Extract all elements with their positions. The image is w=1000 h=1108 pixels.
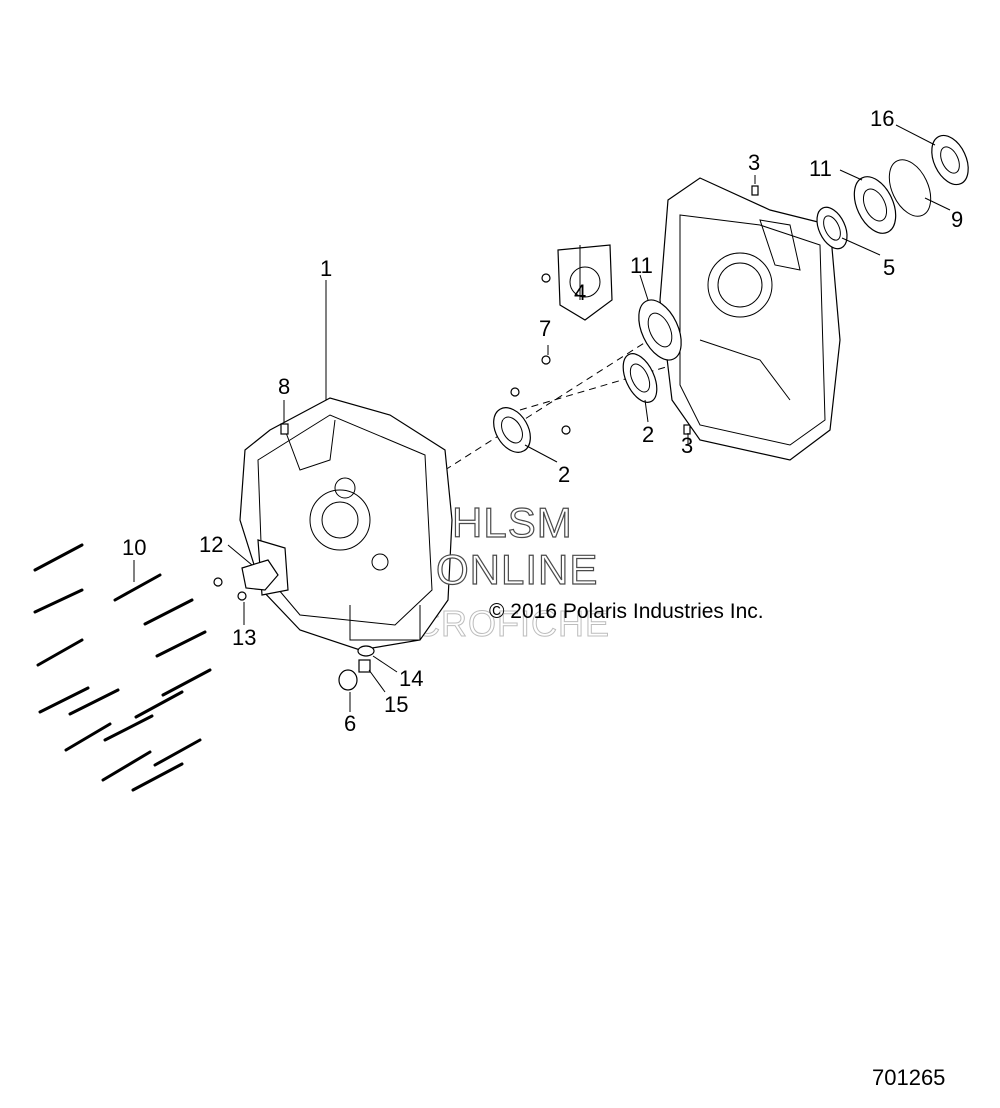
bearing-11-right [853,176,897,234]
callout-16: 16 [870,106,894,131]
bracket-12 [241,559,279,591]
callout-2-upper: 2 [642,422,654,447]
screws-7 [510,273,571,435]
plug-15 [358,659,371,673]
right-crankcase-half [659,177,841,461]
snap-ring-9 [888,159,932,217]
dowel-axis-line [519,359,691,411]
callout-15: 15 [384,692,408,717]
callout-3-upper: 3 [748,150,760,175]
callout-11-left: 11 [630,253,653,278]
callout-6: 6 [344,711,356,736]
oil-seal-16 [931,134,969,186]
callout-10: 10 [122,535,146,560]
callout-13: 13 [232,625,256,650]
callout-12: 12 [199,532,223,557]
callout-3-lower: 3 [681,433,693,458]
callout-9: 9 [951,207,963,232]
bearing-2-lower [493,407,531,453]
washer-14 [357,645,375,657]
watermark-line-1: HLSM [452,499,573,546]
bolts-10 [33,543,212,792]
left-crankcase-half [239,397,453,651]
dowels-3 [683,185,759,435]
dowel-8 [280,423,289,435]
callout-4: 4 [574,280,586,305]
bearing-2-upper [622,353,658,403]
callout-14: 14 [399,666,423,691]
watermark-line-2: ONLINE [436,546,598,593]
gasket-4 [557,244,613,321]
callout-8: 8 [278,374,290,399]
callouts: 1 8 7 4 2 2 3 3 11 11 16 9 5 10 12 13 14… [122,106,963,736]
bolt-13 [213,577,247,601]
bearing-11-left [638,299,682,361]
callout-11-right: 11 [809,156,832,181]
copyright-notice: © 2016 Polaris Industries Inc. [489,600,764,623]
callout-2-lower: 2 [558,462,570,487]
callout-1: 1 [320,256,332,281]
drawing-number: 701265 [872,1065,945,1090]
callout-7: 7 [539,316,551,341]
cap-6 [338,669,358,691]
watermark-foreground: HLSM ONLINE [435,498,598,593]
seal-5 [816,206,848,250]
leader-lines [133,124,951,712]
callout-5: 5 [883,255,895,280]
